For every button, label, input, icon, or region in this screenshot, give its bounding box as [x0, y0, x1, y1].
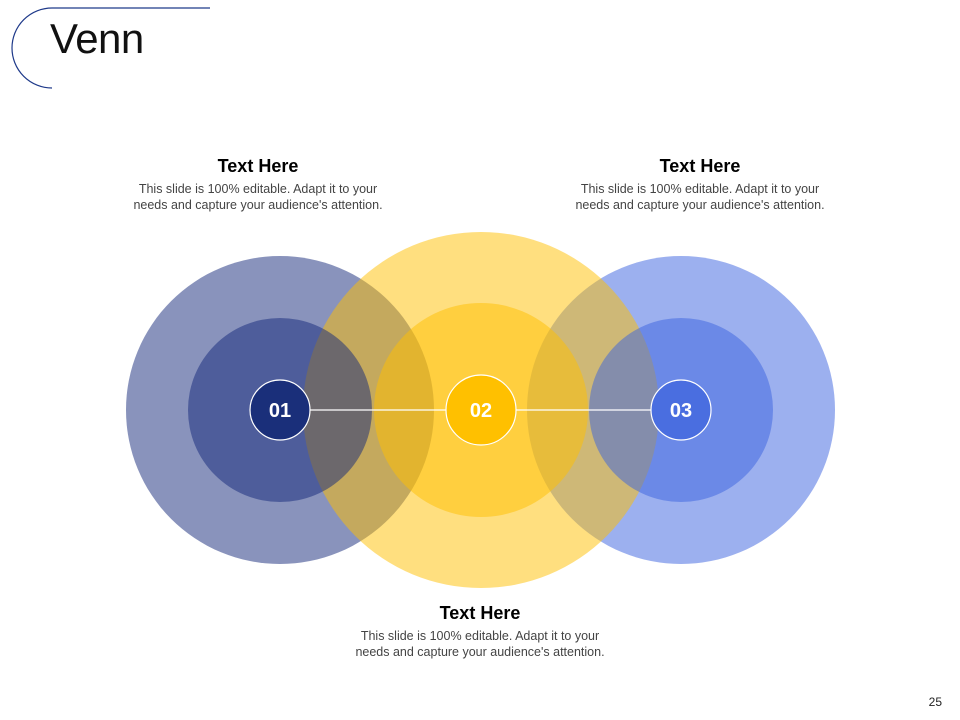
page-number: 25 [928, 695, 942, 709]
node-03-circle [650, 379, 712, 441]
text-block-heading: Text Here [439, 603, 521, 623]
text-block-right: Text Here This slide is 100% editable. A… [540, 156, 860, 213]
node-01-label: 01 [269, 400, 291, 422]
text-block-heading: Text Here [217, 156, 299, 176]
text-block-left: Text Here This slide is 100% editable. A… [98, 156, 418, 213]
node-01-circle [249, 379, 311, 441]
node-02-label: 02 [470, 400, 492, 422]
node-02-circle [445, 374, 517, 446]
node-03-label: 03 [670, 400, 692, 422]
slide-title: Venn [50, 15, 144, 62]
corner-arc-decoration [11, 7, 210, 89]
text-block-body: This slide is 100% editable. Adapt it to… [133, 181, 383, 212]
text-block-body: This slide is 100% editable. Adapt it to… [575, 181, 825, 212]
text-block-heading: Text Here [659, 156, 741, 176]
text-block-body: This slide is 100% editable. Adapt it to… [355, 628, 605, 659]
text-block-bottom: Text Here This slide is 100% editable. A… [320, 603, 640, 660]
